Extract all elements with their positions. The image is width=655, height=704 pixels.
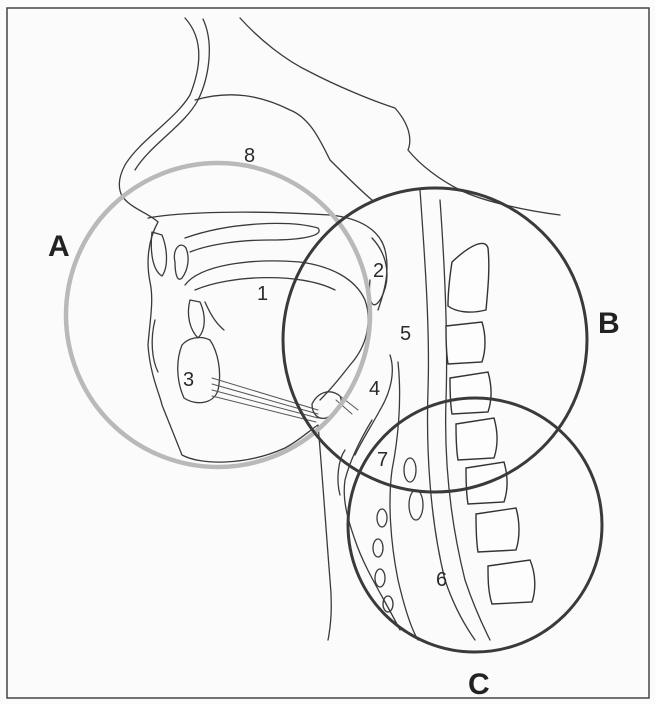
number-label-4: 4 <box>369 378 380 400</box>
number-label-2: 2 <box>373 260 384 282</box>
number-label-1: 1 <box>257 283 268 305</box>
number-label-3: 3 <box>183 369 194 391</box>
figure-frame <box>7 8 649 698</box>
region-label-c: C <box>468 668 490 701</box>
head-neck-profile <box>119 18 560 640</box>
region-a-circle <box>66 163 370 467</box>
number-label-8: 8 <box>244 145 255 167</box>
region-label-a: A <box>48 230 70 263</box>
number-label-6: 6 <box>436 569 447 591</box>
region-label-b: B <box>598 307 620 340</box>
number-label-7: 7 <box>377 449 388 471</box>
number-label-5: 5 <box>400 323 411 345</box>
region-b-circle <box>283 188 587 492</box>
